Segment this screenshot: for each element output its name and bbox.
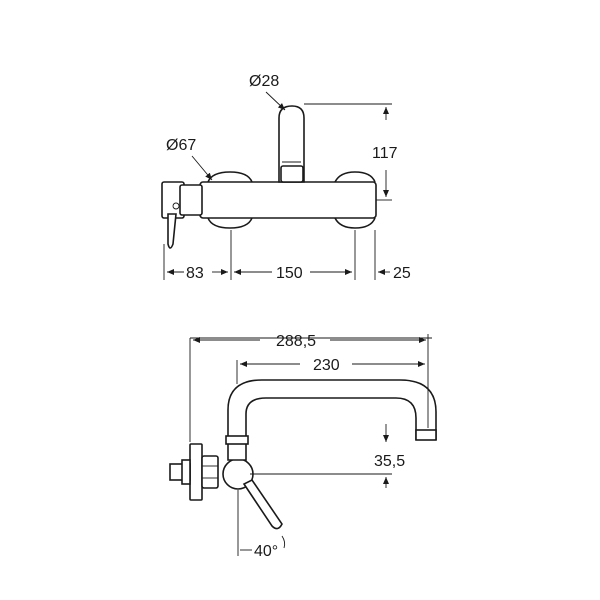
side-view: 288,5 230 35,5 40° — [169, 333, 437, 560]
leader-body-diameter — [191, 155, 213, 181]
lever-pivot — [172, 202, 180, 210]
inlet-flange — [181, 459, 191, 485]
dim-spout-reach: 230 — [313, 357, 340, 374]
dim-body-diameter: Ø67 — [166, 137, 196, 154]
dim-centers: 150 — [276, 265, 303, 282]
dim-total-reach: 288,5 — [276, 333, 316, 350]
right-eccentric-connector — [334, 171, 376, 229]
spout-tube-outer — [227, 379, 437, 440]
angle-arc — [281, 535, 286, 549]
dim-lever-angle: 40° — [254, 543, 278, 560]
handle-collar — [179, 184, 203, 216]
wall-flange — [189, 443, 203, 501]
lever — [167, 213, 177, 249]
front-view: Ø28 Ø67 117 83 150 25 — [161, 73, 411, 282]
spout-collar — [225, 435, 249, 445]
connector-nut — [201, 455, 219, 489]
dim-handle-offset: 83 — [186, 265, 204, 282]
leader-spout-diameter — [265, 91, 286, 111]
mixer-body — [199, 181, 377, 219]
spout-base — [280, 165, 304, 183]
aerator — [415, 429, 437, 441]
spout — [278, 105, 305, 183]
dim-right-offset: 25 — [393, 265, 411, 282]
dim-outlet-height: 35,5 — [374, 453, 405, 470]
dim-spout-height: 117 — [372, 145, 398, 162]
spout-tube-inner — [245, 397, 417, 440]
dim-spout-diameter: Ø28 — [249, 73, 279, 90]
side-lever — [242, 478, 283, 530]
